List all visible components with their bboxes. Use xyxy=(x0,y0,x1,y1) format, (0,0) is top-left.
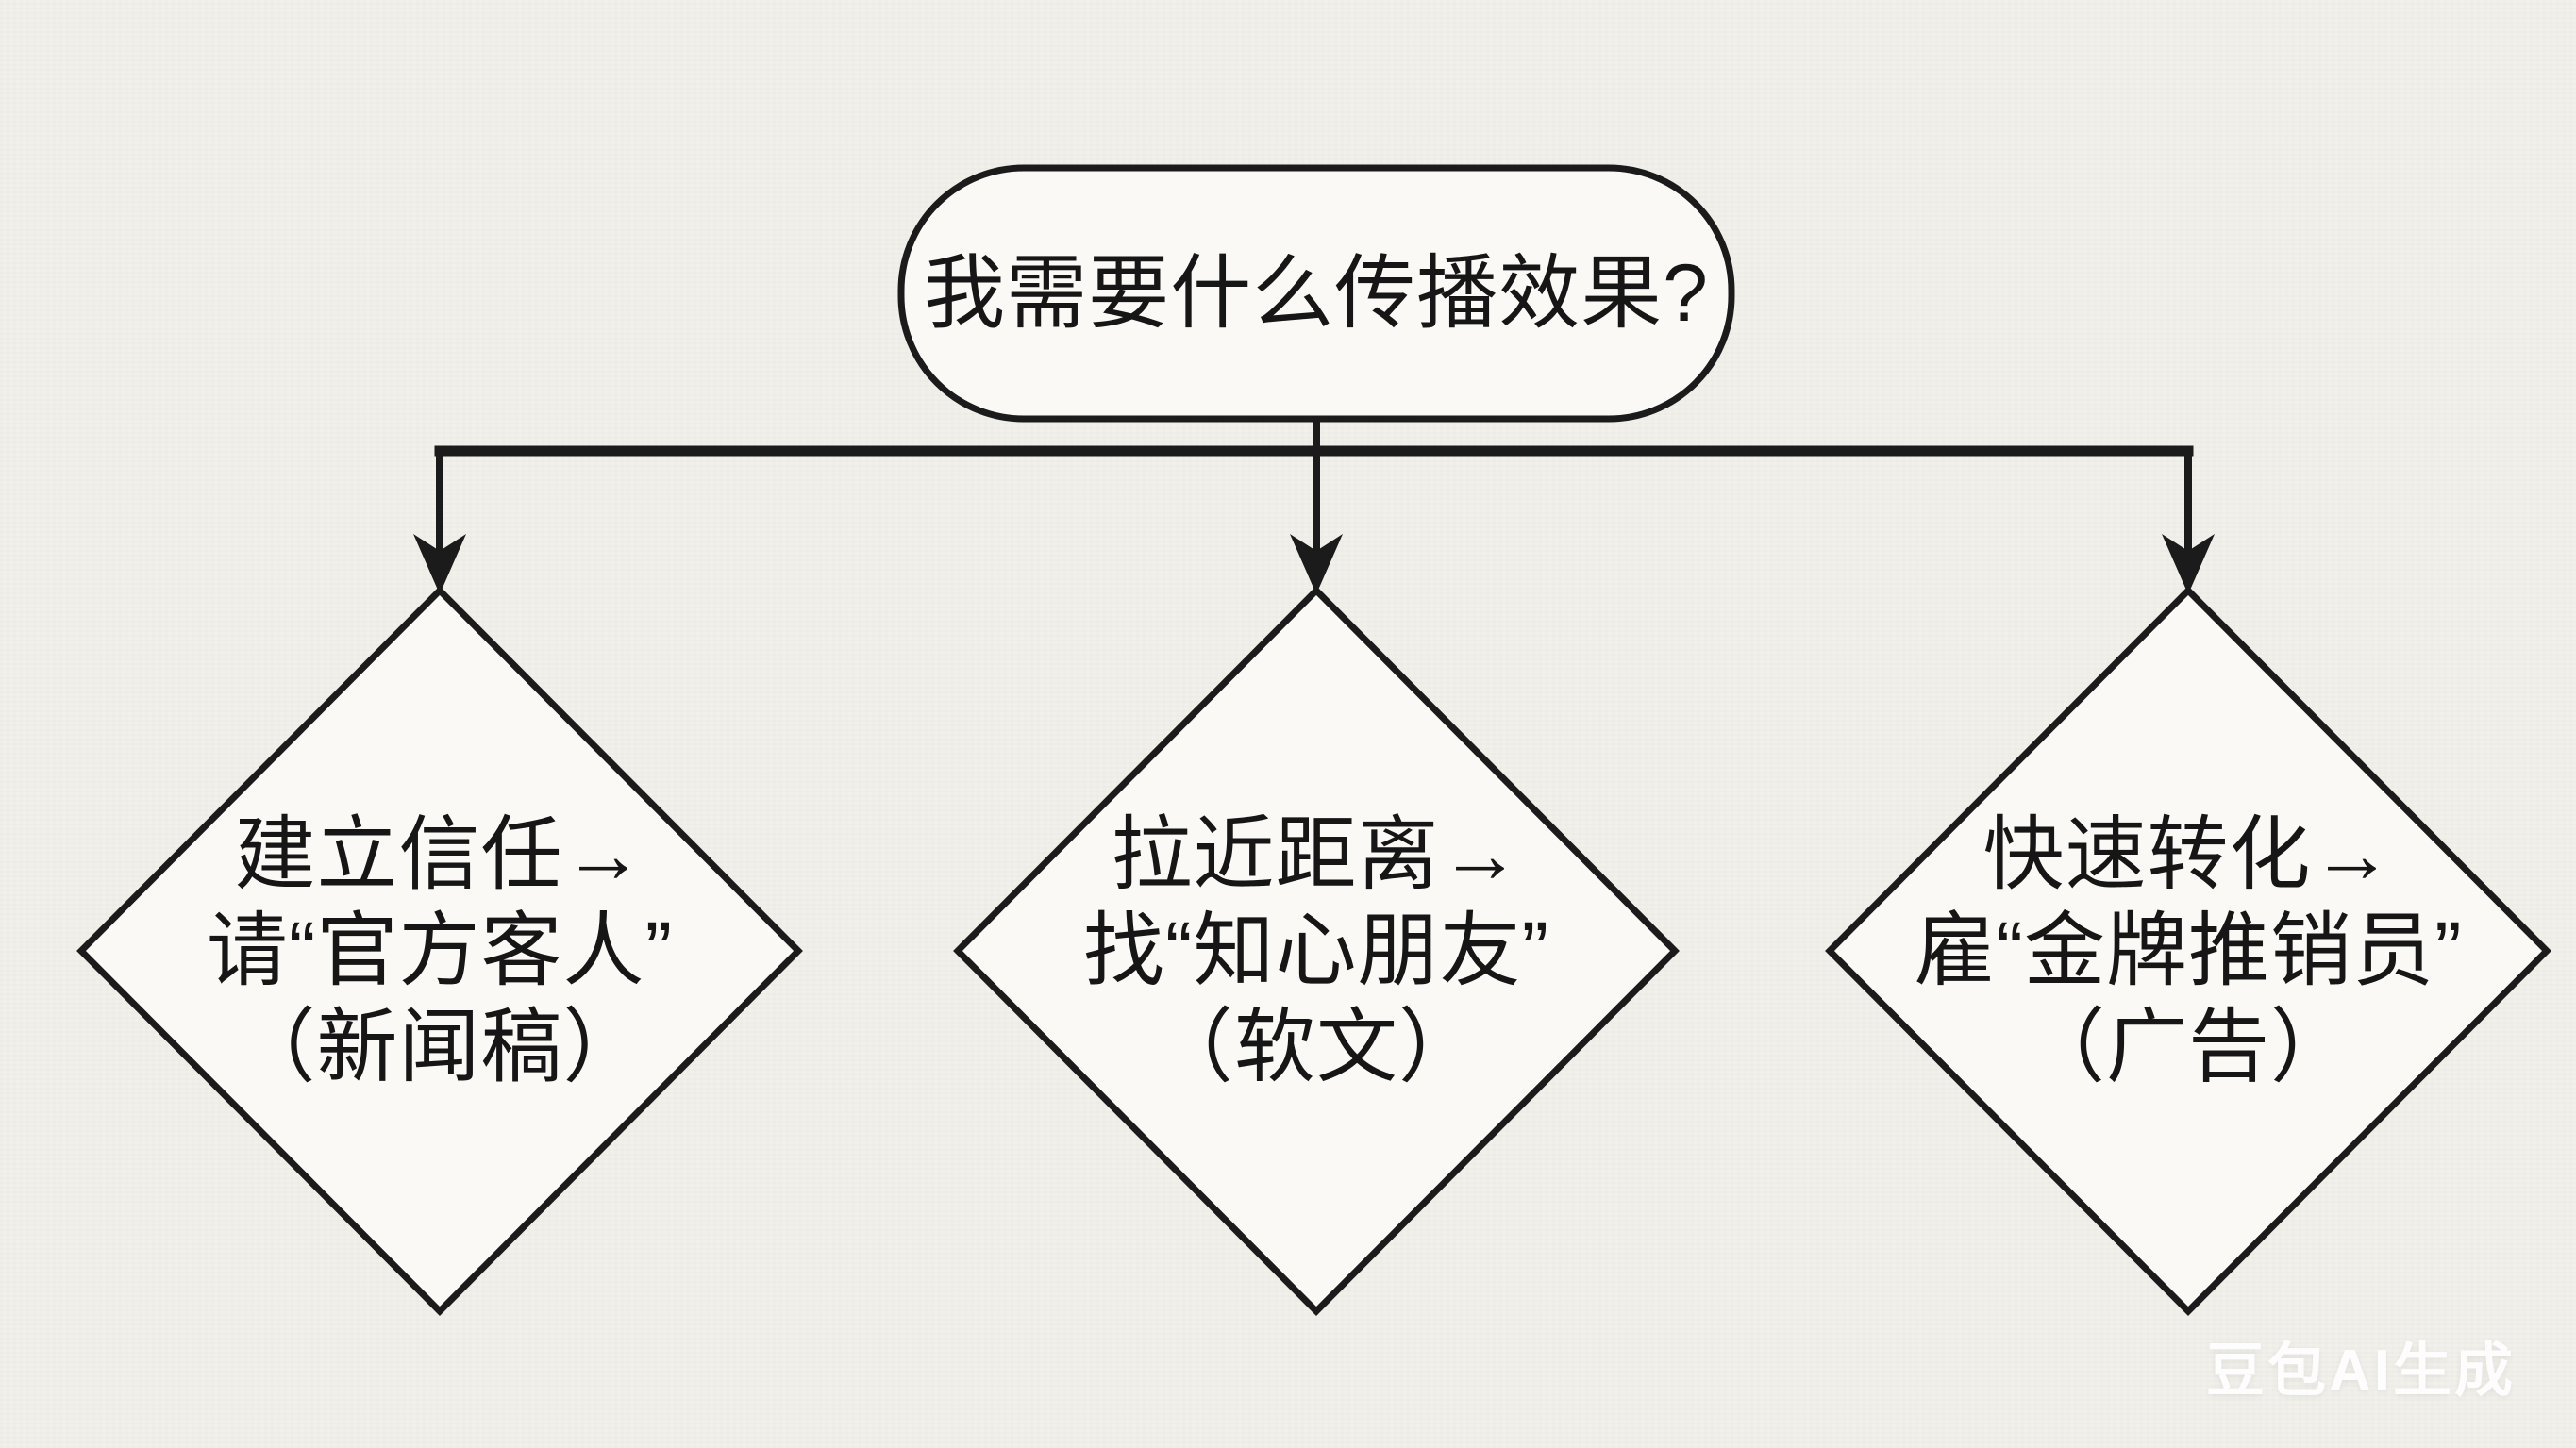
diamond-node-left-shape xyxy=(76,586,803,1316)
watermark-label: 豆包AI生成 xyxy=(2205,1339,2516,1404)
arrow-down-center-icon xyxy=(1290,534,1343,594)
arrow-down-right-icon xyxy=(2162,534,2215,594)
root-node-label: 我需要什么传播效果? xyxy=(924,248,1709,339)
node-left-line-3: （新闻稿） xyxy=(234,1002,645,1092)
root-node-shape xyxy=(897,164,1735,423)
node-center-line-2: 找“知心朋友” xyxy=(1082,906,1550,996)
arrow-down-left-icon xyxy=(413,534,466,594)
diamond-node-right-label: 快速转化→ 雇“金牌推销员” （广告） xyxy=(1820,807,2556,1095)
node-right-line-2: 雇“金牌推销员” xyxy=(1914,906,2463,996)
node-right-line-1: 快速转化→ xyxy=(1982,809,2394,900)
node-center-line-1: 拉近距离→ xyxy=(1111,809,1522,900)
node-right-line-3: （广告） xyxy=(2024,1002,2352,1092)
node-left-line-1: 建立信任→ xyxy=(234,809,645,900)
diamond-node-center-label: 拉近距离→ 找“知心朋友” （软文） xyxy=(948,807,1684,1095)
diamond-node-left-label: 建立信任→ 请“官方客人” （新闻稿） xyxy=(72,807,808,1095)
node-left-line-2: 请“官方客人” xyxy=(206,906,674,996)
diamond-node-center-shape xyxy=(953,586,1680,1316)
diamond-node-right-shape xyxy=(1825,586,2551,1316)
node-center-line-3: （软文） xyxy=(1152,1002,1480,1092)
